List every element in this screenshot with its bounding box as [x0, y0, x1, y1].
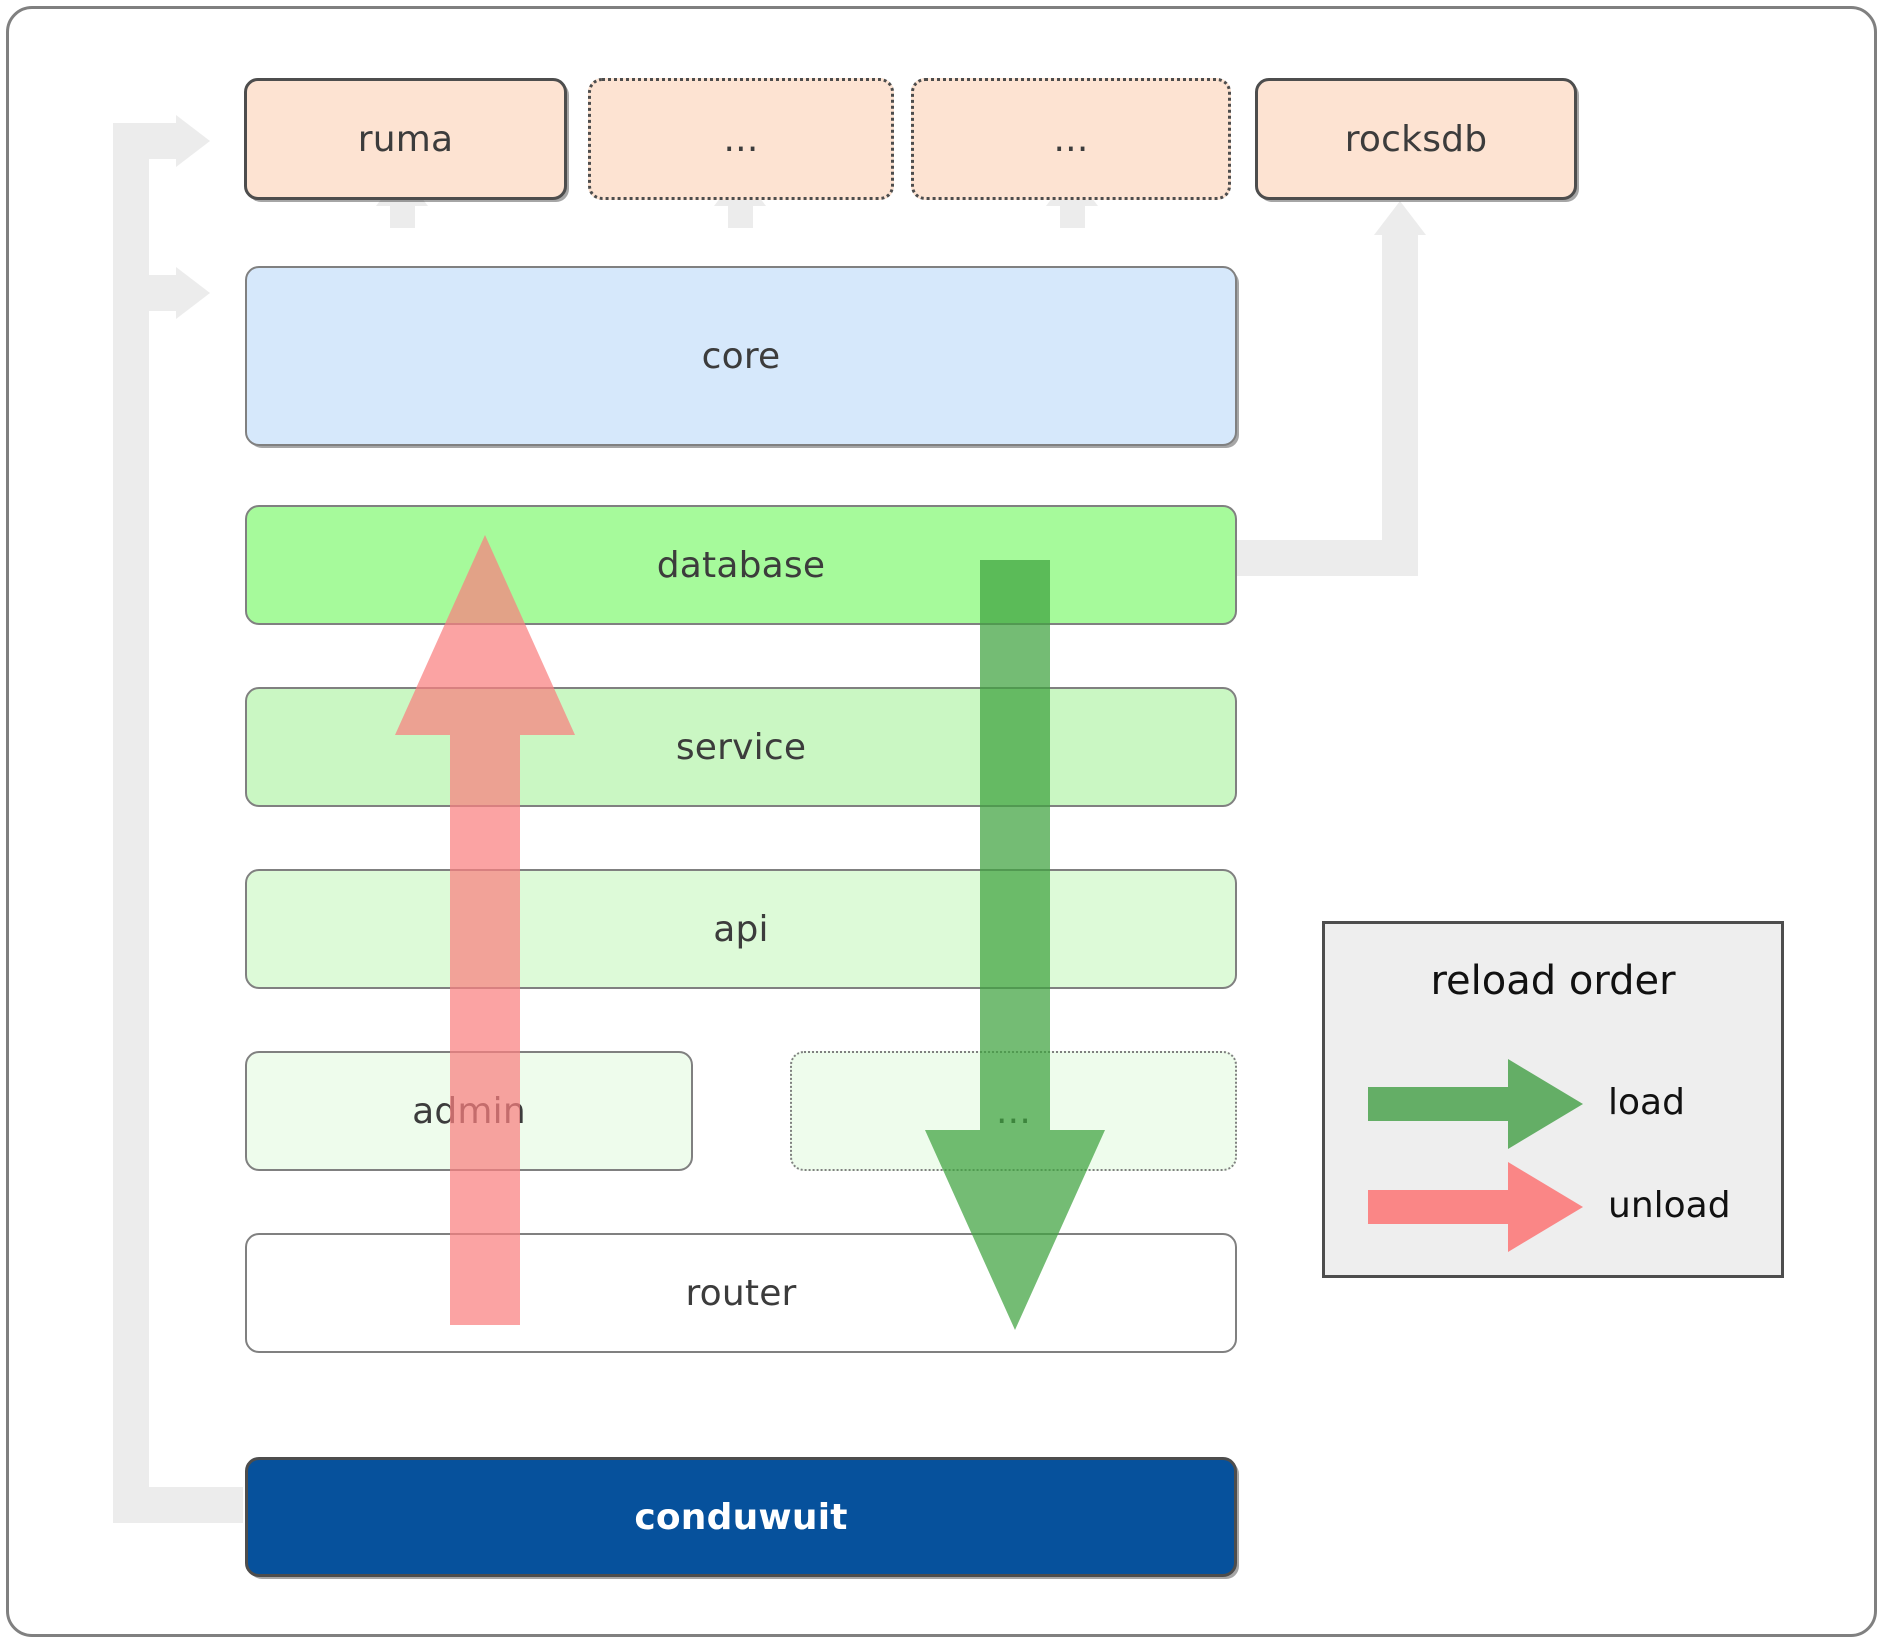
node-rocksdb[interactable]: rocksdb: [1255, 78, 1577, 200]
node-router-label: router: [685, 1272, 797, 1314]
legend-swatch-load: [1368, 1059, 1583, 1149]
connector-to-ruma-arrow: [176, 115, 210, 167]
node-ext1-label: ...: [723, 118, 759, 160]
legend-reload-order: reload order load unload: [1322, 921, 1784, 1278]
node-service-label: service: [675, 726, 807, 768]
connector-database-to-rocksdb-arrow: [1374, 201, 1426, 235]
node-ext1[interactable]: ...: [588, 78, 894, 200]
node-router[interactable]: router: [245, 1233, 1237, 1353]
node-rocksdb-label: rocksdb: [1344, 118, 1488, 160]
legend-label-unload: unload: [1608, 1185, 1731, 1226]
node-admin[interactable]: admin: [245, 1051, 693, 1171]
node-database-label: database: [656, 544, 826, 586]
legend-swatch-unload: [1368, 1162, 1583, 1252]
node-ruma-label: ruma: [357, 118, 454, 160]
connector-conduwuit-left-spine: [113, 140, 149, 1523]
connector-to-ruma-stem: [113, 123, 181, 159]
node-admin-label: admin: [412, 1090, 526, 1132]
node-api-label: api: [713, 908, 769, 950]
connector-to-core-arrow: [176, 267, 210, 319]
node-api[interactable]: api: [245, 869, 1237, 989]
connector-conduwuit-bottom: [113, 1487, 243, 1523]
node-service[interactable]: service: [245, 687, 1237, 807]
legend-title: reload order: [1430, 958, 1676, 1004]
connector-database-to-rocksdb-vertical: [1382, 230, 1418, 560]
node-database[interactable]: database: [245, 505, 1237, 625]
node-ellipsis[interactable]: ...: [790, 1051, 1237, 1171]
connector-to-core-stem: [113, 275, 181, 311]
node-core[interactable]: core: [245, 266, 1237, 446]
node-ellipsis-label: ...: [996, 1090, 1031, 1132]
node-conduwuit[interactable]: conduwuit: [245, 1457, 1237, 1577]
node-ext2-label: ...: [1053, 118, 1089, 160]
node-conduwuit-label: conduwuit: [634, 1496, 848, 1538]
legend-label-load: load: [1608, 1082, 1685, 1123]
node-ext2[interactable]: ...: [911, 78, 1231, 200]
diagram-outer-frame: [6, 6, 1877, 1637]
node-ruma[interactable]: ruma: [244, 78, 567, 200]
node-core-label: core: [701, 335, 781, 377]
